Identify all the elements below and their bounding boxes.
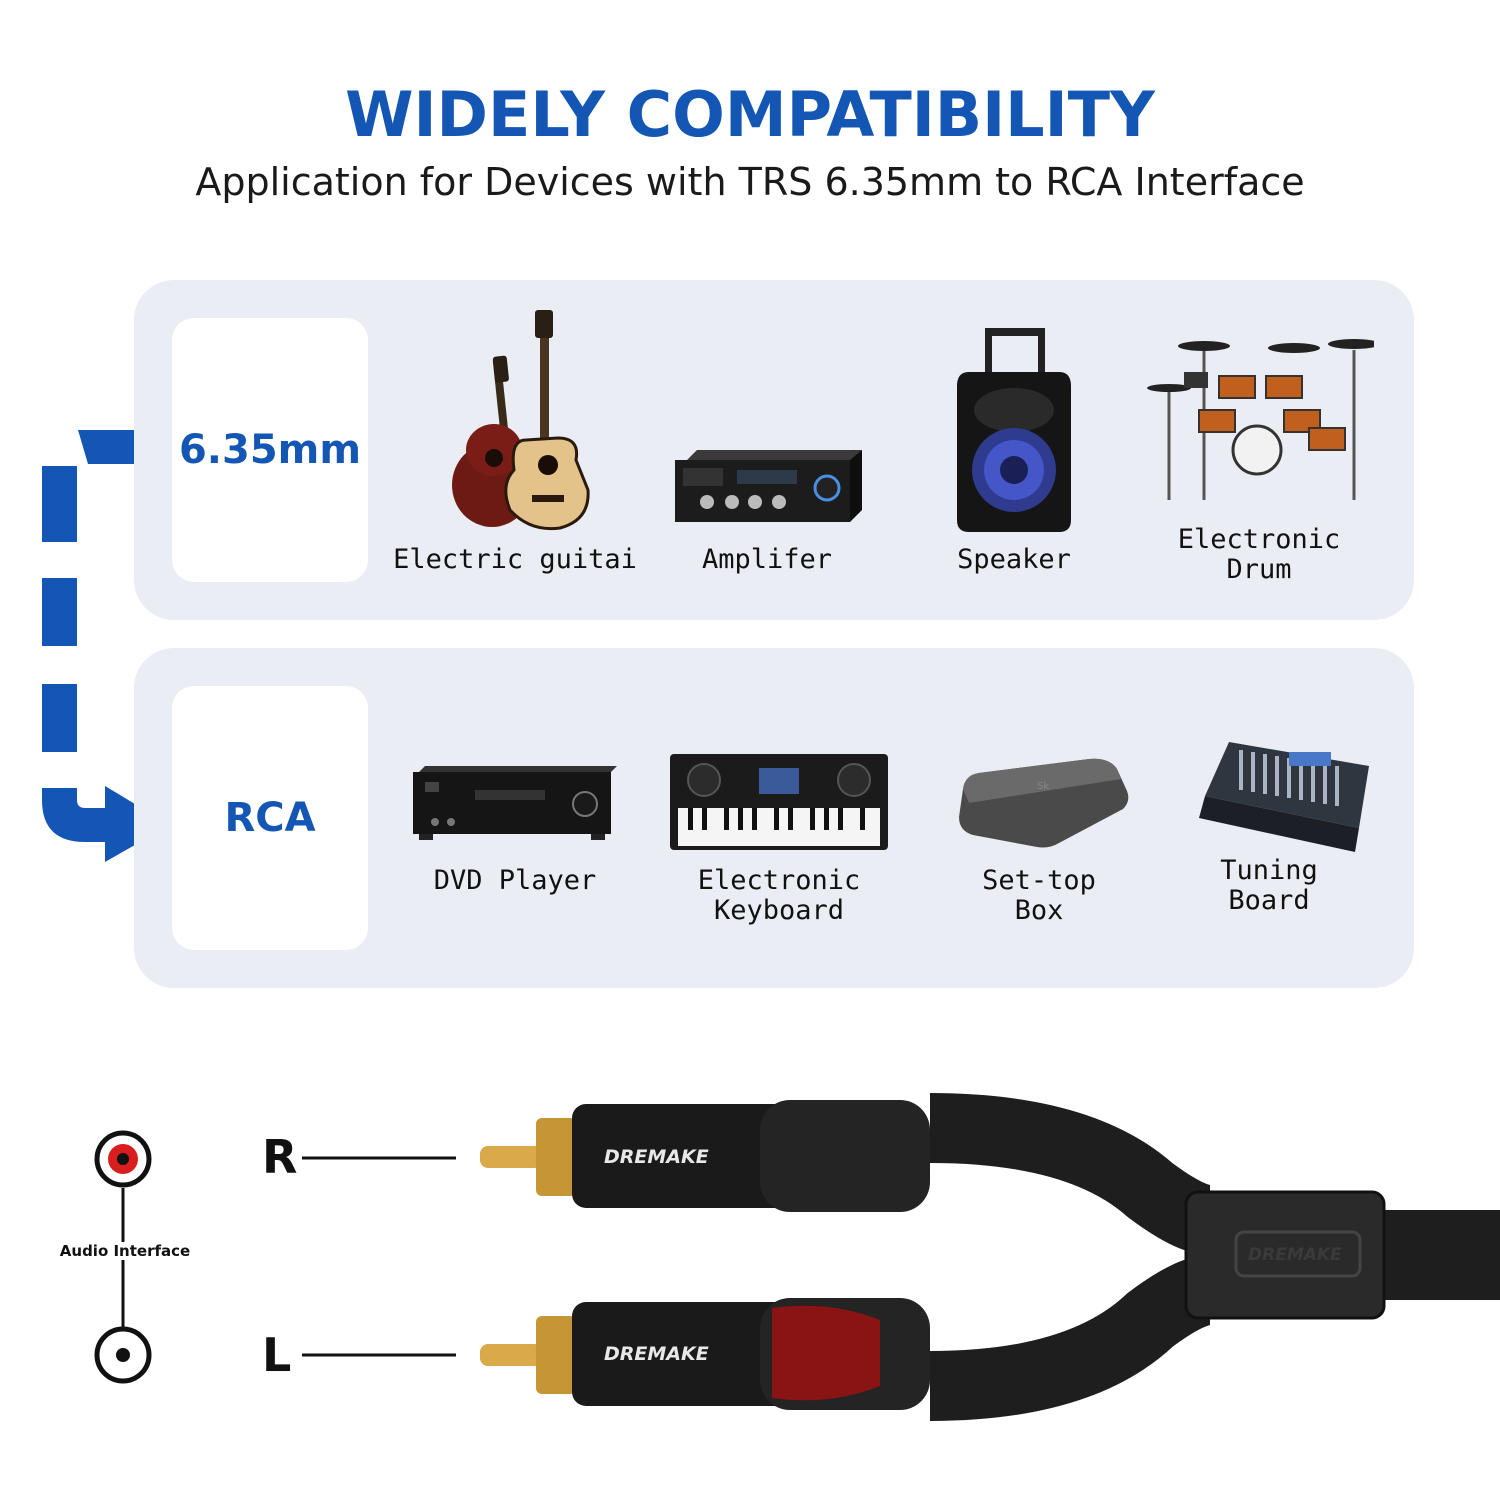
speaker-icon <box>957 328 1071 532</box>
rca-type-label: RCA <box>172 686 368 950</box>
set-top-box-icon: Sk <box>959 758 1129 848</box>
brand-logo-right-plug: DREMAKE <box>604 1146 709 1168</box>
amplifier-icon <box>675 450 862 522</box>
guitar-icon <box>452 310 590 531</box>
dvd-player-icon <box>413 766 617 840</box>
page-title: WIDELY COMPATIBILITY <box>345 78 1155 151</box>
device-label: Electric guitai <box>393 544 637 575</box>
left-channel-label: L <box>262 1328 292 1382</box>
brand-logo-splitter: DREMAKE <box>1248 1245 1342 1265</box>
page-subtitle: Application for Devices with TRS 6.35mm … <box>195 160 1305 204</box>
audio-interface-label: Audio Interface <box>40 1242 210 1260</box>
trs-devices-panel: 6.35mm Electric guitai <box>134 280 1414 620</box>
device-dvd-player: DVD Player <box>390 758 640 896</box>
trs-type-label: 6.35mm <box>172 318 368 582</box>
device-label: Speaker <box>957 544 1071 575</box>
device-electric-guitar: Electric guitai <box>390 310 640 575</box>
drum-kit-icon <box>1147 339 1374 500</box>
svg-text:Sk: Sk <box>1037 781 1049 792</box>
keyboard-icon <box>670 754 888 850</box>
device-label: DVD Player <box>433 865 597 896</box>
brand-logo-left-plug: DREMAKE <box>604 1343 709 1365</box>
mixer-icon <box>1199 742 1369 852</box>
device-speaker: Speaker <box>889 310 1139 575</box>
right-channel-label: R <box>262 1130 298 1184</box>
rca-devices-panel: RCA DVD Player <box>134 648 1414 988</box>
device-label: Amplifer <box>701 544 833 575</box>
device-amplifier: Amplifer <box>642 310 892 575</box>
